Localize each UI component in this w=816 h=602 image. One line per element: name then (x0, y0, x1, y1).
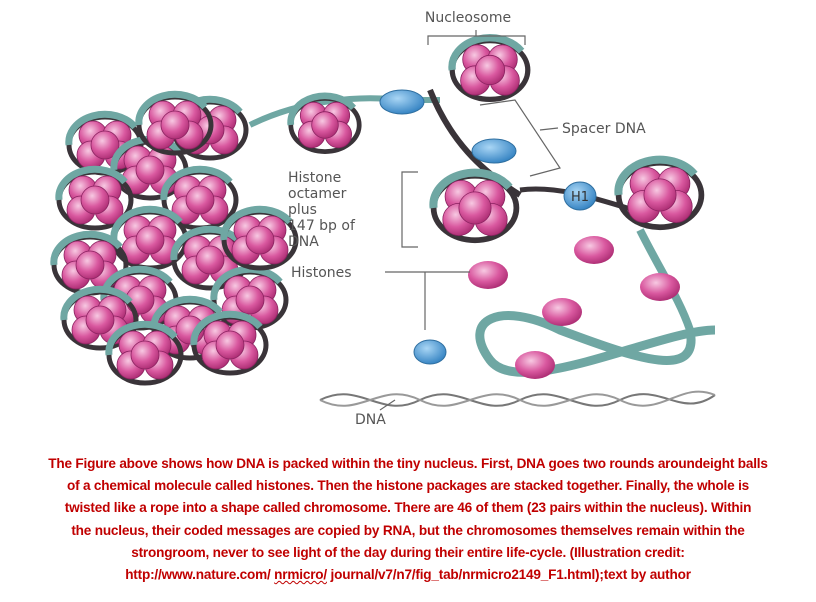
dna-packaging-diagram: H1 Nucleosome Spacer DNA Histone octamer… (50, 10, 716, 428)
figure-caption: The Figure above shows how DNA is packed… (0, 453, 816, 586)
histones-label: Histones (291, 265, 352, 281)
credit-url-part: journal/v7/n7/fig_tab/nrmicro2149_F1.htm… (326, 567, 691, 583)
credit-url-part: nrmicro/ (274, 567, 327, 583)
caption-line: http://www.nature.com/ nrmicro/ journal/… (0, 564, 816, 586)
caption-line: The Figure above shows how DNA is packed… (48, 456, 768, 471)
nucleosome (60, 285, 139, 351)
caption-line: twisted like a rope into a shape called … (64, 500, 752, 516)
nucleosome (55, 165, 134, 231)
nucleosome (448, 34, 531, 103)
linker-proteins: H1 (379, 89, 597, 365)
nucleosome-label: Nucleosome (425, 10, 511, 26)
h1-protein (563, 181, 597, 211)
spacer-dna-label: Spacer DNA (562, 121, 646, 137)
nucleosome (429, 168, 520, 244)
h1-label: H1 (571, 190, 589, 205)
free-histones (468, 236, 680, 379)
nucleosome (190, 310, 269, 376)
nucleosome (614, 155, 705, 231)
dna-label: DNA (355, 412, 386, 428)
nucleosome (220, 205, 299, 271)
credit-url-part: http://www.nature.com/ (125, 567, 275, 583)
nucleosome (135, 90, 214, 156)
nucleosome (160, 165, 239, 231)
caption-line: the nucleus, their coded messages are co… (71, 522, 745, 538)
nucleosome (287, 92, 362, 154)
histone-octamer-label: Histone octamer plus 147 bp of DNA (288, 170, 359, 250)
nucleosome (210, 265, 289, 331)
caption-line: of a chemical molecule called histones. … (66, 478, 750, 494)
nucleosome (105, 320, 184, 386)
caption-line: strongroom, never to see light of the da… (131, 544, 685, 560)
